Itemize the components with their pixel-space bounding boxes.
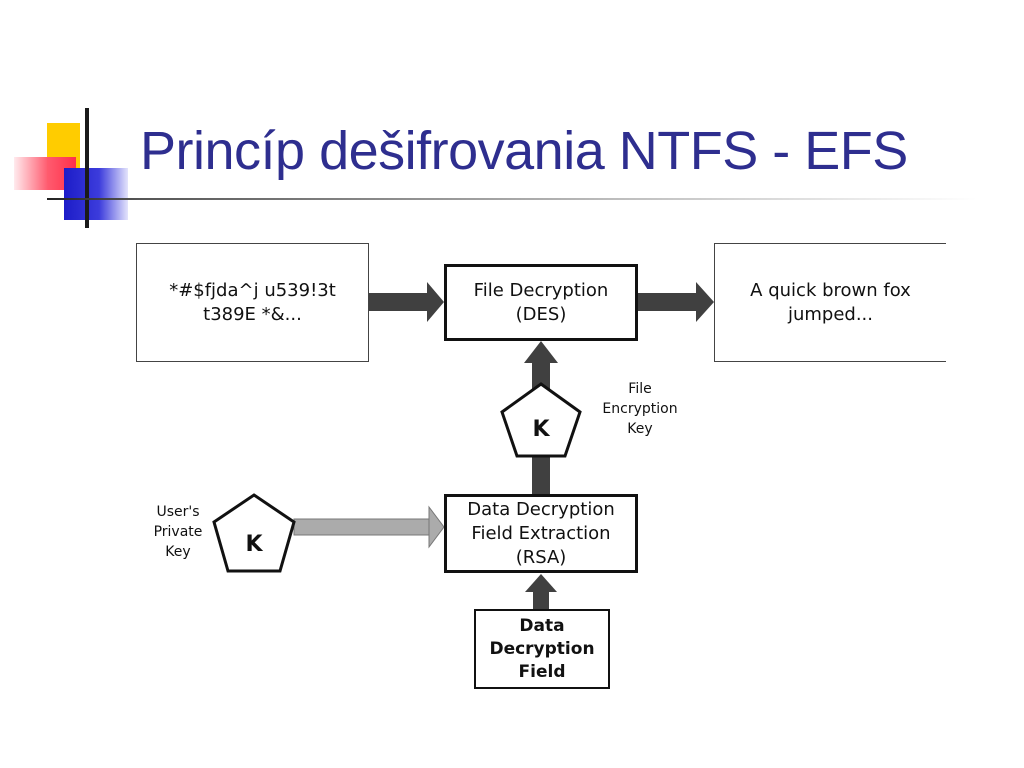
ddf-extraction-line2: Field Extraction: [471, 522, 611, 544]
slide-title: Princíp dešifrovania NTFS - EFS: [140, 121, 908, 181]
users-private-key-label: User's Private Key: [140, 502, 216, 562]
encrypted-text-line2: t389E *&...: [203, 303, 302, 325]
upk-label-line1: User's: [156, 504, 200, 520]
data-decryption-field-box: Data Decryption Field: [474, 609, 610, 689]
file-decryption-line1: File Decryption: [473, 279, 609, 301]
file-decryption-box: File Decryption (DES): [444, 264, 638, 341]
users-private-key-symbol: K: [245, 532, 263, 557]
ddf-extraction-line3: (RSA): [515, 546, 567, 568]
ddf-line1: Data: [519, 615, 565, 636]
upk-label-line2: Private: [153, 524, 203, 540]
users-private-key-icon: K: [212, 493, 296, 573]
encrypted-text-box: *#$fjda^j u539!3t t389E *&...: [136, 243, 369, 362]
arrow-private-key-to-extraction: [293, 505, 445, 549]
file-encryption-key-icon: K: [500, 382, 582, 458]
title-decoration-vertical-line: [85, 108, 89, 228]
arrow-file-decryption-to-plaintext: [638, 282, 714, 322]
plaintext-line1: A quick brown fox: [750, 279, 911, 301]
arrow-encrypted-to-file-decryption: [369, 282, 444, 322]
arrow-ddf-to-extraction: [525, 574, 557, 609]
title-underline: [47, 198, 977, 200]
fek-label-line3: Key: [627, 421, 653, 437]
encrypted-text-line1: *#$fjda^j u539!3t: [169, 279, 336, 301]
plaintext-box: A quick brown fox jumped...: [714, 243, 946, 362]
arrow-ddf-extraction-to-file-decryption: [524, 341, 558, 495]
file-decryption-line2: (DES): [515, 303, 567, 325]
file-encryption-key-symbol: K: [532, 417, 550, 442]
plaintext-line2: jumped...: [787, 303, 874, 325]
ddf-extraction-line1: Data Decryption: [467, 498, 615, 520]
ddf-line2: Decryption: [489, 638, 595, 659]
ddf-extraction-box: Data Decryption Field Extraction (RSA): [444, 494, 638, 573]
title-decoration-blue-square: [64, 168, 128, 220]
ddf-line3: Field: [518, 661, 566, 682]
upk-label-line3: Key: [165, 544, 191, 560]
fek-label-line2: Encryption: [602, 401, 678, 417]
fek-label-line1: File: [628, 381, 652, 397]
file-encryption-key-label: File Encryption Key: [588, 379, 692, 439]
